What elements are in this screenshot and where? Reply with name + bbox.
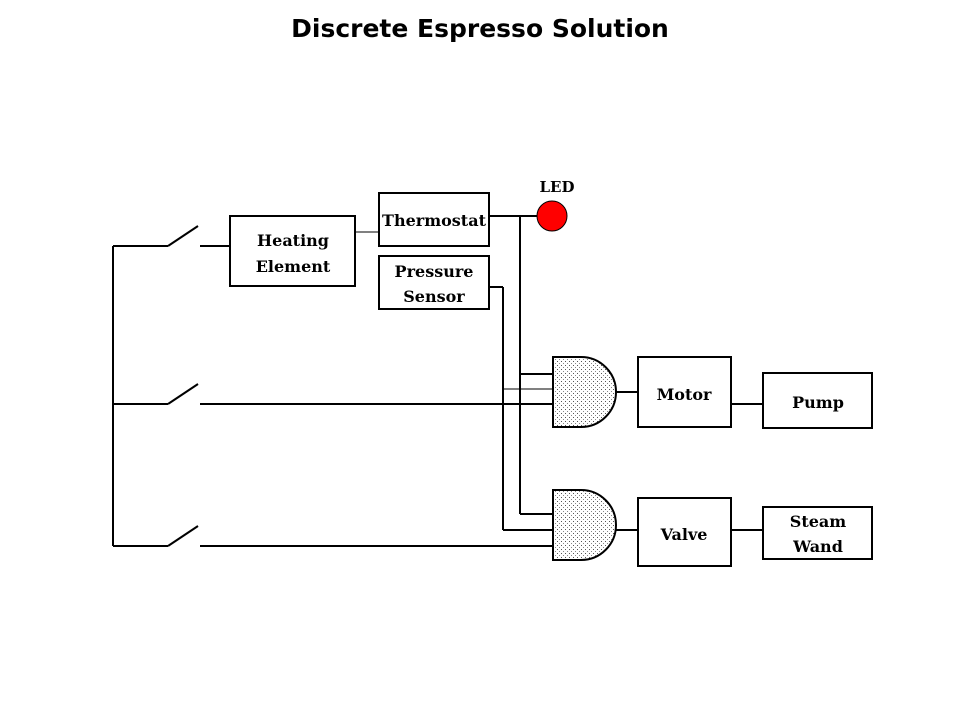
- switch-steam: [113, 525, 553, 547]
- pump-label: Pump: [792, 393, 844, 412]
- thermostat-output-wire: [489, 215, 553, 515]
- slide-title: Discrete Espresso Solution: [291, 14, 669, 43]
- and-gate-steam: [552, 489, 617, 561]
- motor-block: Motor: [637, 356, 732, 428]
- and-gate-pump: [552, 356, 617, 428]
- thermostat-label: Thermostat: [382, 211, 487, 230]
- led-label: LED: [540, 178, 575, 196]
- steam-wand-block: Steam Wand: [762, 506, 873, 560]
- valve-label: Valve: [660, 525, 708, 544]
- switch-pump: [113, 383, 553, 405]
- heating-element-label-line2: Element: [256, 257, 331, 276]
- steam-wand-label-line2: Wand: [792, 537, 843, 556]
- steam-wand-label-line1: Steam: [790, 512, 846, 531]
- heating-element-block: Heating Element: [229, 215, 356, 287]
- thermostat-block: Thermostat: [378, 192, 490, 247]
- pressure-sensor-block: Pressure Sensor: [378, 255, 490, 310]
- pump-block: Pump: [762, 372, 873, 429]
- pressure-sensor-output-wire: [489, 286, 553, 531]
- motor-label: Motor: [657, 385, 712, 404]
- switch-heater: [113, 225, 230, 247]
- valve-block: Valve: [637, 497, 732, 567]
- pressure-sensor-label-line1: Pressure: [395, 262, 474, 281]
- heating-element-label-line1: Heating: [257, 231, 329, 250]
- pressure-sensor-label-line2: Sensor: [403, 287, 465, 306]
- led-indicator: LED: [536, 178, 575, 232]
